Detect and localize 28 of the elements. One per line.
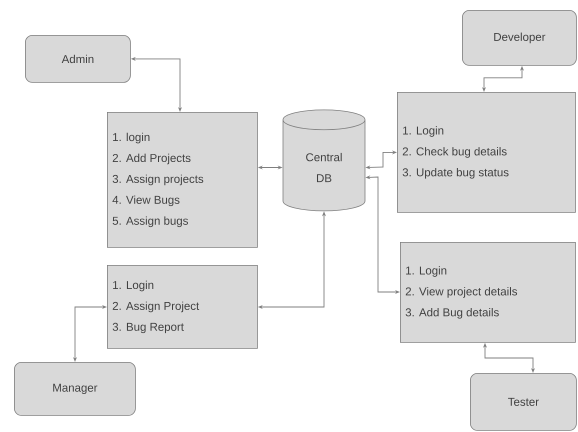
task-list-box bbox=[107, 112, 258, 248]
database-label: Central DB bbox=[306, 152, 342, 182]
list-item: 3. Add Bug details bbox=[406, 308, 499, 319]
list-item: 2. Check bug details bbox=[402, 147, 507, 158]
task-list-box bbox=[107, 265, 258, 349]
role-label: Developer bbox=[494, 32, 546, 44]
task-list-box bbox=[397, 92, 576, 213]
actor-box bbox=[25, 35, 131, 83]
task-list-box bbox=[400, 242, 576, 343]
actor-box bbox=[14, 362, 136, 416]
list-item: 1. Login bbox=[403, 126, 444, 137]
role-label: Admin bbox=[62, 54, 94, 64]
list-item: 3. Update bug status bbox=[402, 168, 509, 179]
list-item: 5. Assign bugs bbox=[112, 216, 188, 228]
actor-box bbox=[462, 10, 577, 66]
list-item: 1. Login bbox=[113, 280, 154, 292]
list-item: 2. View project details bbox=[406, 287, 518, 298]
role-label: Tester bbox=[508, 398, 539, 406]
list-item: 1. login bbox=[113, 132, 150, 144]
list-item: 3. Assign projects bbox=[112, 174, 204, 186]
list-item: 1. Login bbox=[406, 266, 446, 277]
list-item: 2. Assign Project bbox=[112, 302, 200, 312]
list-item: 2. Add Projects bbox=[112, 154, 191, 164]
list-item: 4. View Bugs bbox=[112, 196, 180, 206]
actor-box bbox=[470, 373, 577, 431]
role-label: Manager bbox=[53, 384, 98, 394]
list-item: 3. Bug Report bbox=[112, 322, 184, 334]
database-cylinder bbox=[282, 110, 366, 212]
